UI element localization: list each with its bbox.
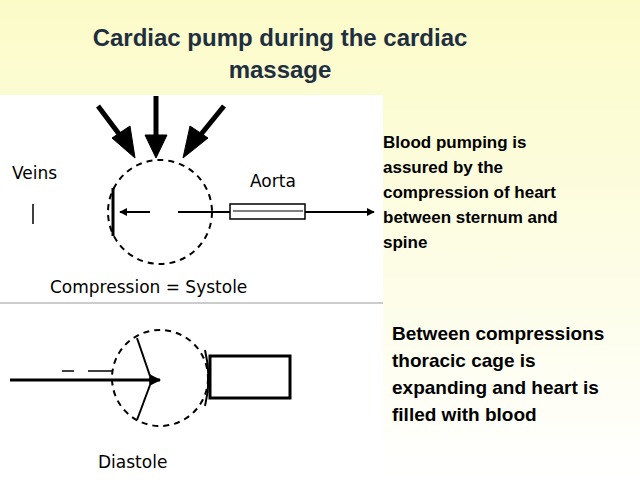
aorta-tube bbox=[230, 204, 305, 219]
open-valve bbox=[137, 338, 150, 376]
closed-valve bbox=[112, 188, 115, 236]
vein-line bbox=[32, 204, 34, 224]
heart-outline bbox=[112, 330, 208, 426]
phase-label: Compression = Systole bbox=[50, 277, 247, 297]
ejection-arrow bbox=[305, 211, 374, 213]
phase-label: Diastole bbox=[98, 452, 167, 472]
white-panel bbox=[0, 95, 383, 475]
backflow-arrow bbox=[120, 211, 150, 213]
separator-line bbox=[0, 303, 383, 304]
slide-title: Cardiac pump during the cardiac massage bbox=[40, 22, 520, 86]
compression-arrows bbox=[98, 96, 224, 158]
filling-arrow bbox=[10, 379, 160, 382]
aorta-tube bbox=[210, 356, 290, 398]
dash-mark bbox=[62, 370, 74, 372]
outflow-line bbox=[178, 211, 230, 213]
part-label: Veins bbox=[12, 163, 57, 183]
note-text: Blood pumping is assured by the compress… bbox=[383, 130, 583, 255]
dash-mark bbox=[88, 370, 112, 372]
aorta-tube-inner bbox=[233, 211, 303, 212]
closed-valve bbox=[205, 350, 209, 406]
note-text: Between compressions thoracic cage is ex… bbox=[392, 320, 620, 428]
open-valve bbox=[137, 385, 150, 420]
part-label: Aorta bbox=[250, 171, 296, 191]
